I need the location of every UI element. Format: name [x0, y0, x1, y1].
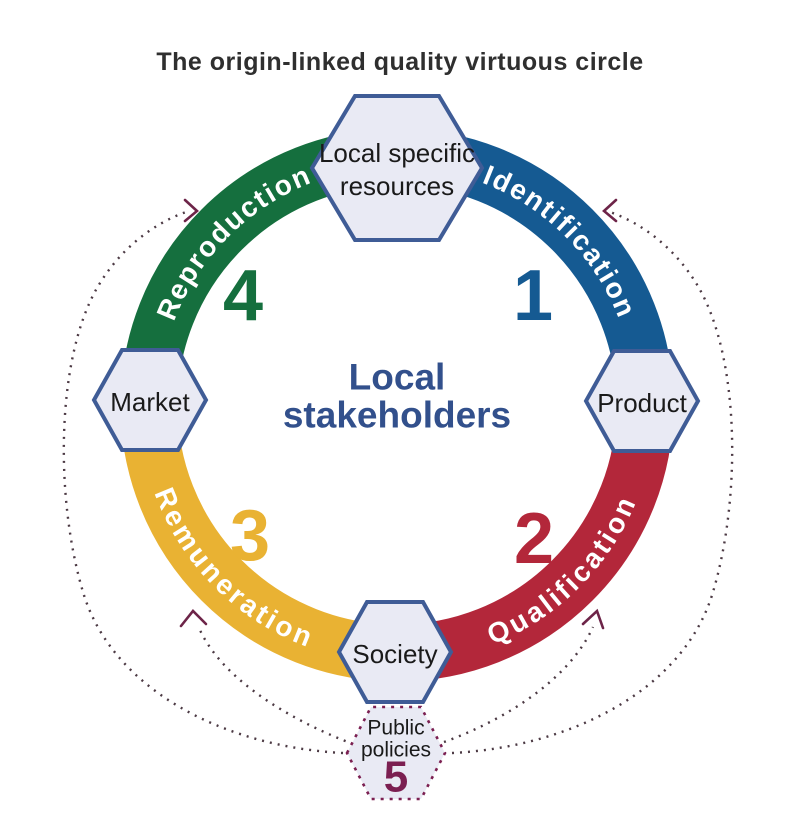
public-policies-label-line1: Public — [367, 717, 424, 740]
market-label: Market — [110, 387, 190, 417]
society-label: Society — [352, 639, 437, 669]
hexagon-market — [91, 348, 209, 452]
stage-number-2: 2 — [514, 499, 554, 579]
dotted-arrowhead-right-outer-icon — [602, 198, 618, 223]
dotted-arrowhead-right-inner-icon — [581, 608, 605, 630]
dotted-arrowhead-left-inner-icon — [179, 609, 208, 628]
stage-number-4: 4 — [223, 256, 263, 336]
resources-label-line1: Local specific — [319, 138, 475, 168]
stage-number-3: 3 — [230, 496, 270, 576]
page-title: The origin-linked quality virtuous circl… — [156, 48, 643, 76]
hexagon-public-policies — [345, 705, 447, 801]
resources-label-line2: resources — [340, 171, 454, 201]
product-label: Product — [597, 388, 687, 418]
center-label-line1: Local — [349, 357, 446, 398]
dotted-arrowhead-left-outer-icon — [183, 198, 199, 223]
hexagon-local-specific-resources — [309, 94, 485, 242]
hexagon-society — [336, 600, 454, 704]
arc-qualification — [396, 404, 674, 682]
public-policies-inner-curve-right — [443, 626, 595, 744]
stage-number-5: 5 — [384, 753, 408, 802]
stage-number-1: 1 — [513, 256, 553, 336]
center-label-line2: stakeholders — [283, 395, 511, 436]
public-policies-label-line2: policies — [361, 739, 431, 762]
hexagon-product — [583, 349, 701, 453]
